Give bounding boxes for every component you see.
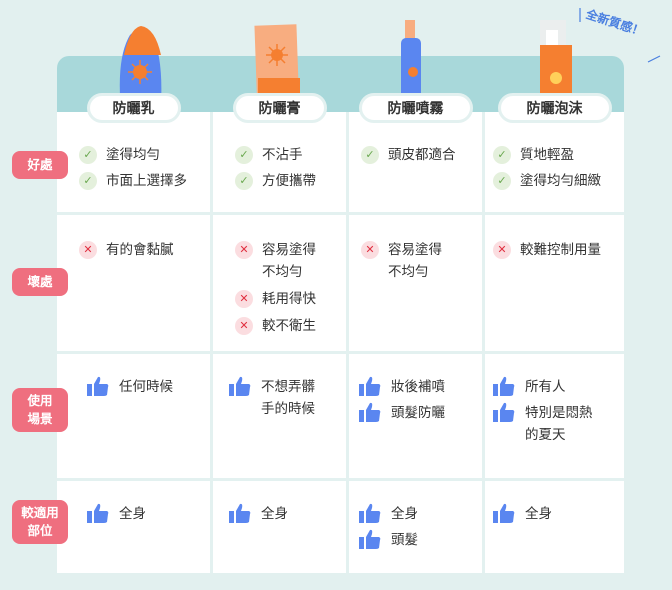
check-icon: ✓: [361, 146, 379, 164]
check-icon: ✓: [79, 146, 97, 164]
table-cell: [57, 481, 210, 573]
thumbs-up-icon: [493, 376, 515, 403]
item-text: 全身: [119, 506, 146, 522]
thumbs-up-icon: [229, 503, 251, 530]
table-cell: [213, 354, 346, 478]
item-text: 頭皮都適合: [388, 147, 456, 163]
list-item: 全身: [87, 503, 146, 530]
table-cell: [485, 215, 624, 351]
thumbs-up-icon: [87, 376, 109, 403]
item-text: 較不衛生: [262, 318, 316, 334]
list-item: ✓ 方便攜帶: [235, 170, 316, 192]
cross-icon: ✕: [235, 317, 253, 335]
row-label: 較適用 部位: [12, 500, 68, 544]
column-header: 防曬泡沫: [497, 93, 612, 123]
check-icon: ✓: [235, 146, 253, 164]
list-item: 頭髮: [359, 529, 418, 556]
check-icon: ✓: [235, 172, 253, 190]
table-cell: [349, 481, 482, 573]
list-item: 特別是悶熱 的夏天: [493, 402, 593, 446]
table-cell: [213, 481, 346, 573]
check-icon: ✓: [493, 172, 511, 190]
item-text: 全身: [391, 506, 418, 522]
cross-icon: ✕: [235, 241, 253, 259]
cross-icon: ✕: [235, 290, 253, 308]
thumbs-up-icon: [359, 529, 381, 556]
cross-icon: ✕: [79, 241, 97, 259]
list-item: ✓ 塗得均勻: [79, 144, 160, 166]
table-cell: [213, 112, 346, 212]
item-text: 市面上選擇多: [106, 173, 187, 189]
list-item: ✓ 頭皮都適合: [361, 144, 456, 166]
table-cell: [349, 215, 482, 351]
item-text: 較難控制用量: [520, 242, 601, 258]
thumbs-up-icon: [87, 503, 109, 530]
table-cell: [57, 354, 210, 478]
list-item: ✕ 較難控制用量: [493, 239, 601, 261]
item-text: 耗用得快: [262, 291, 316, 307]
list-item: ✕ 較不衛生: [235, 315, 316, 337]
list-item: 全身: [229, 503, 288, 530]
list-item: ✓ 市面上選擇多: [79, 170, 187, 192]
item-text: 任何時候: [119, 379, 173, 395]
list-item: ✕ 有的會黏膩: [79, 239, 174, 261]
list-item: 全身: [493, 503, 552, 530]
row-label: 使用 場景: [12, 388, 68, 432]
list-item: ✕ 容易塗得 不均勻: [361, 239, 442, 283]
item-text: 頭髮防曬: [391, 405, 445, 421]
list-item: 妝後補噴: [359, 376, 445, 403]
list-item: ✓ 質地輕盈: [493, 144, 574, 166]
list-item: 頭髮防曬: [359, 402, 445, 429]
item-text: 不想弄髒 手的時候: [261, 379, 315, 417]
row-label: 好處: [12, 151, 68, 179]
item-text: 頭髮: [391, 532, 418, 548]
list-item: 任何時候: [87, 376, 173, 403]
thumbs-up-icon: [493, 402, 515, 429]
item-text: 質地輕盈: [520, 147, 574, 163]
list-item: ✓ 不沾手: [235, 144, 303, 166]
lotion-bottle-image: [119, 26, 162, 120]
item-text: 不沾手: [262, 147, 303, 163]
column-header: 防曬噴霧: [358, 93, 473, 123]
item-text: 全身: [525, 506, 552, 522]
column-header: 防曬乳: [86, 93, 181, 123]
item-text: 特別是悶熱 的夏天: [525, 405, 593, 443]
item-text: 容易塗得 不均勻: [262, 242, 316, 280]
check-icon: ✓: [79, 172, 97, 190]
list-item: 全身: [359, 503, 418, 530]
thumbs-up-icon: [359, 402, 381, 429]
thumbs-up-icon: [229, 376, 251, 403]
item-text: 有的會黏膩: [106, 242, 174, 258]
table-cell: [485, 481, 624, 573]
item-text: 妝後補噴: [391, 379, 445, 395]
item-text: 塗得均勻細緻: [520, 173, 601, 189]
table-cell: [485, 112, 624, 212]
list-item: ✕ 耗用得快: [235, 288, 316, 310]
thumbs-up-icon: [359, 503, 381, 530]
list-item: 不想弄髒 手的時候: [229, 376, 315, 420]
item-text: 全身: [261, 506, 288, 522]
row-label: 壞處: [12, 268, 68, 296]
thumbs-up-icon: [493, 503, 515, 530]
table-cell: [57, 215, 210, 351]
item-text: 塗得均勻: [106, 147, 160, 163]
item-text: 容易塗得 不均勻: [388, 242, 442, 280]
list-item: ✓ 塗得均勻細緻: [493, 170, 601, 192]
check-icon: ✓: [493, 146, 511, 164]
cross-icon: ✕: [493, 241, 511, 259]
column-header: 防曬膏: [232, 93, 327, 123]
thumbs-up-icon: [359, 376, 381, 403]
item-text: 所有人: [525, 379, 566, 395]
item-text: 方便攜帶: [262, 173, 316, 189]
list-item: ✕ 容易塗得 不均勻: [235, 239, 316, 283]
list-item: 所有人: [493, 376, 566, 403]
cross-icon: ✕: [361, 241, 379, 259]
